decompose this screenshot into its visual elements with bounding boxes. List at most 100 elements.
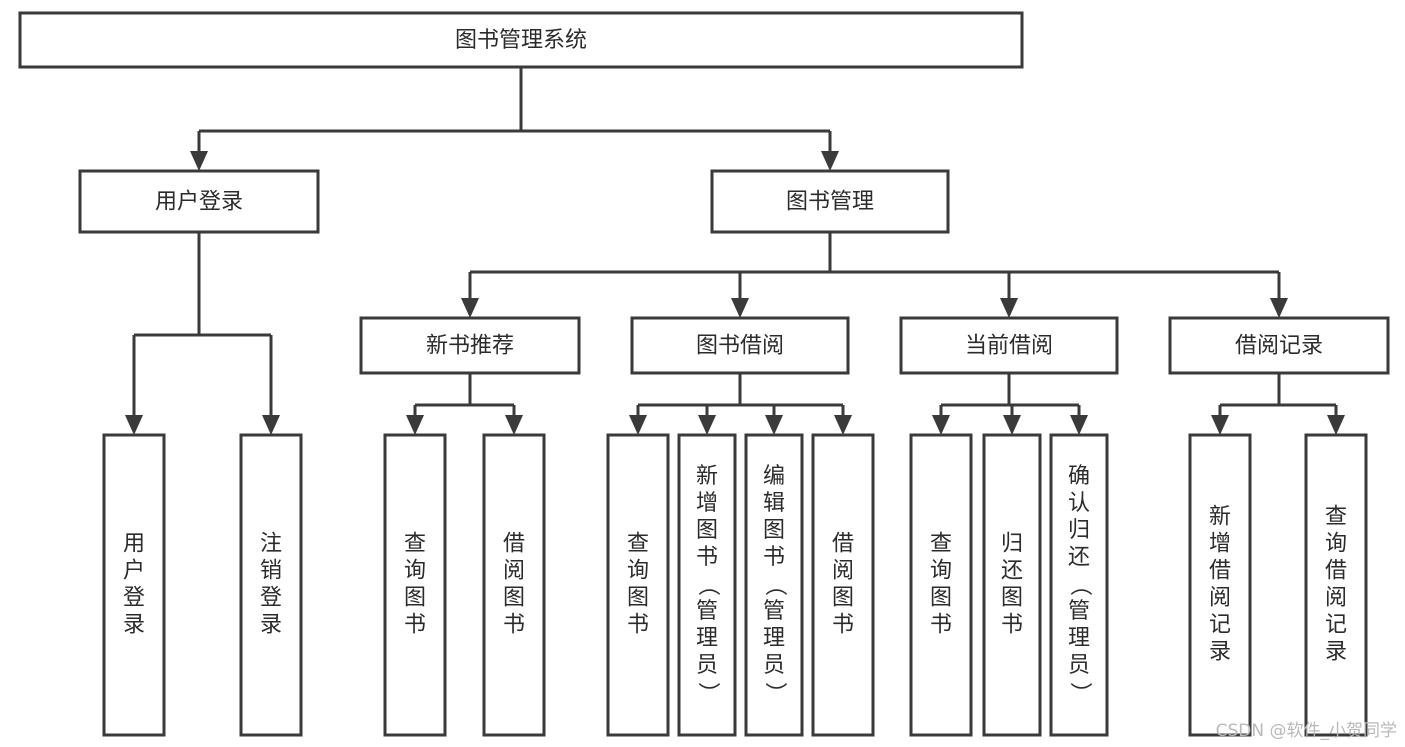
node-box[interactable] [359,316,581,375]
node-box[interactable] [482,433,546,737]
node-借阅图书[interactable]: 借阅图书借阅图书 [482,433,546,737]
node-图书借阅[interactable]: 图书借阅 [630,316,850,375]
node-label-char: 户 [123,559,145,584]
arrow-head-icon [406,415,424,435]
node-label-char: 归 [1068,518,1090,543]
node-box[interactable] [899,316,1119,375]
node-label-char: 员 [1068,653,1090,678]
arrow-head-icon [629,415,647,435]
node-box[interactable] [102,433,166,737]
node-新增借阅记录[interactable]: 新增借阅记录新增借阅记录 [1188,433,1252,737]
node-label-char: 注 [260,532,282,557]
node-label-char: ） [695,682,720,704]
node-label-char: 员 [696,653,718,678]
node-box[interactable] [1168,316,1390,375]
node-label-char: 书 [763,545,785,570]
node-box[interactable] [18,11,1024,69]
arrow-head-icon [765,415,783,435]
arrow-head-icon [1211,415,1229,435]
node-label: 图书管理系统 [455,28,587,53]
node-label-char: 书 [627,613,649,638]
node-box[interactable] [982,433,1042,737]
node-归还图书[interactable]: 归还图书归还图书 [982,433,1042,737]
node-借阅记录[interactable]: 借阅记录 [1168,316,1390,375]
node-box[interactable] [1304,433,1368,737]
node-label-char: 书 [696,545,718,570]
node-label-char: 理 [696,626,718,651]
node-label-char: （ [1067,574,1092,596]
node-label-char: 查 [627,532,649,557]
node-label-char: 询 [627,559,649,584]
node-label-char: 还 [1068,545,1090,570]
node-label-char: 认 [1068,491,1090,516]
node-label-char: 增 [696,491,718,516]
node-label-char: 图 [832,586,854,611]
node-label-char: 查 [930,532,952,557]
node-box[interactable] [1188,433,1252,737]
arrow-head-icon [190,151,208,171]
node-图书管理[interactable]: 图书管理 [710,169,950,234]
node-label-char: 阅 [832,559,854,584]
node-label-char: 图 [696,518,718,543]
node-box[interactable] [78,169,320,234]
node-label: 新书推荐 [426,334,514,359]
node-box[interactable] [744,433,804,737]
node-label-char: 图 [404,586,426,611]
node-图书管理系统[interactable]: 图书管理系统 [18,11,1024,69]
node-用户登录[interactable]: 用户登录用户登录 [102,433,166,737]
node-label-char: 辑 [763,491,785,516]
arrow-head-icon [1327,415,1345,435]
node-box[interactable] [1049,433,1109,737]
node-label-char: 查 [404,532,426,557]
arrow-head-icon [461,298,479,318]
node-新书推荐[interactable]: 新书推荐 [359,316,581,375]
node-label: 图书管理 [786,190,874,215]
node-label-char: 管 [763,599,785,624]
node-label-char: 管 [1068,599,1090,624]
node-label-char: 录 [1325,640,1347,665]
node-label-char: 书 [832,613,854,638]
node-label-char: 理 [763,626,785,651]
node-查询图书[interactable]: 查询图书查询图书 [909,433,973,737]
node-label-char: 图 [503,586,525,611]
arrow-head-icon [834,415,852,435]
node-label-char: 理 [1068,626,1090,651]
node-box[interactable] [383,433,447,737]
node-label-char: 阅 [503,559,525,584]
node-box[interactable] [909,433,973,737]
node-box[interactable] [677,433,737,737]
arrow-head-icon [932,415,950,435]
node-label: 借阅记录 [1235,334,1323,359]
node-label-char: 录 [123,613,145,638]
node-box[interactable] [710,169,950,234]
node-用户登录[interactable]: 用户登录 [78,169,320,234]
node-box[interactable] [239,433,303,737]
node-label-char: ） [1067,682,1092,704]
node-查询图书[interactable]: 查询图书查询图书 [383,433,447,737]
node-查询借阅记录[interactable]: 查询借阅记录查询借阅记录 [1304,433,1368,737]
node-label-char: 书 [503,613,525,638]
node-box[interactable] [630,316,850,375]
node-label-char: 书 [1001,613,1023,638]
node-查询图书[interactable]: 查询图书查询图书 [606,433,670,737]
node-box[interactable] [811,433,875,737]
arrow-head-icon [262,415,280,435]
node-label: 用户登录 [155,190,243,215]
arrow-head-icon [821,151,839,171]
node-layer: 图书管理系统用户登录图书管理新书推荐图书借阅当前借阅借阅记录用户登录用户登录注销… [18,11,1390,737]
node-借阅图书[interactable]: 借阅图书借阅图书 [811,433,875,737]
node-label-char: 录 [1209,640,1231,665]
node-当前借阅[interactable]: 当前借阅 [899,316,1119,375]
node-label-char: 图 [627,586,649,611]
node-label: 图书借阅 [696,334,784,359]
csdn-watermark: CSDN @软件_小贺同学 [1215,721,1397,741]
node-label-char: 录 [260,613,282,638]
arrow-head-icon [1000,298,1018,318]
node-box[interactable] [606,433,670,737]
node-label-char: 确 [1068,464,1090,489]
node-注销登录[interactable]: 注销登录注销登录 [239,433,303,737]
node-label-char: 图 [1001,586,1023,611]
